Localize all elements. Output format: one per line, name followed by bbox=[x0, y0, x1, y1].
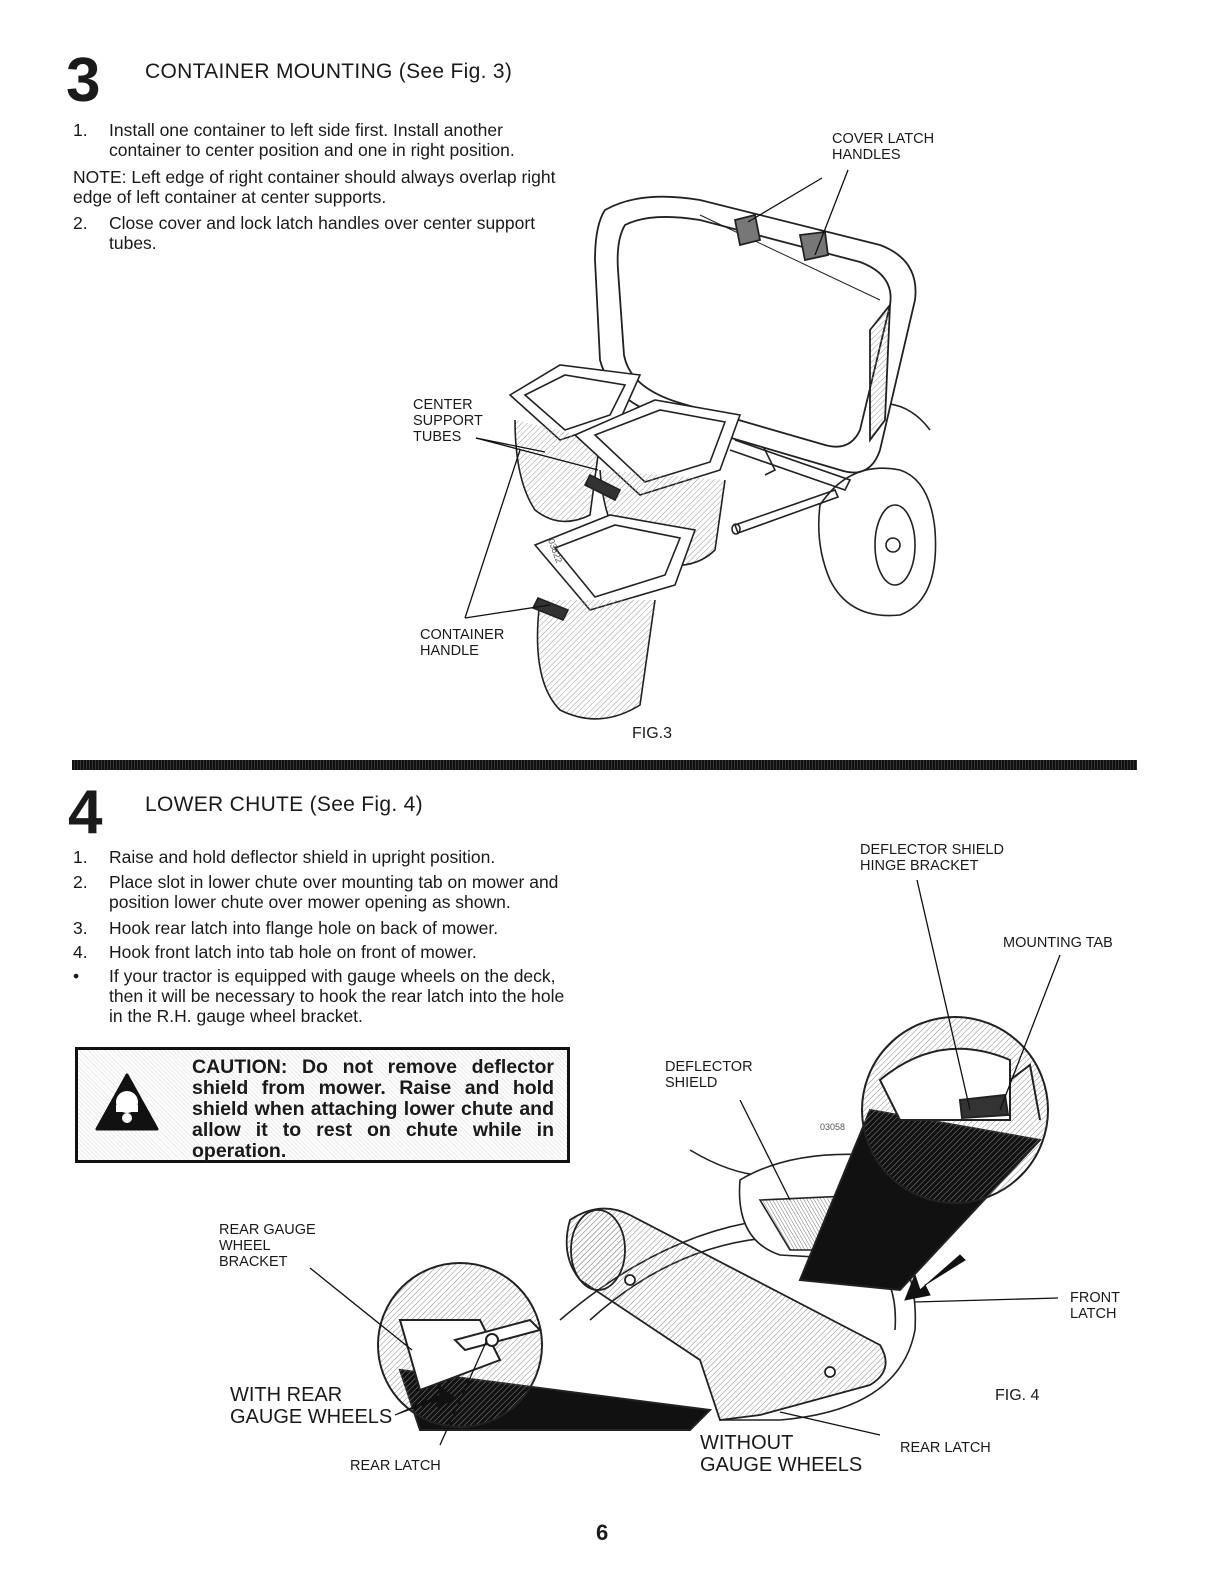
front-container bbox=[531, 514, 697, 720]
page-number: 6 bbox=[596, 1520, 609, 1545]
step-number: 1. bbox=[73, 120, 88, 140]
container-handle-label: CONTAINER HANDLE bbox=[420, 627, 505, 659]
figure-4-illustration: 03058 bbox=[309, 879, 1061, 1446]
section-4-title: LOWER CHUTE (See Fig. 4) bbox=[145, 793, 423, 816]
step-number: 4. bbox=[73, 942, 88, 962]
step-text: Hook rear latch into flange hole on back… bbox=[109, 918, 499, 938]
step-number: 2. bbox=[73, 213, 88, 233]
step-text: Install one container to left side first… bbox=[109, 120, 515, 160]
section-3-title: CONTAINER MOUNTING (See Fig. 3) bbox=[145, 60, 513, 83]
note-label: NOTE: bbox=[73, 167, 127, 187]
rear-latch-left-label: REAR LATCH bbox=[350, 1458, 441, 1474]
mounting-tab-label: MOUNTING TAB bbox=[1003, 935, 1113, 951]
step-text: Hook front latch into tab hole on front … bbox=[109, 942, 477, 962]
section-4-step-4: 4. Hook front latch into tab hole on fro… bbox=[73, 942, 583, 964]
figure-4-caption: FIG. 4 bbox=[995, 1387, 1040, 1404]
without-gauge-wheels-label: WITHOUT GAUGE WHEELS bbox=[700, 1432, 863, 1476]
section-3-step-2: 2. Close cover and lock latch handles ov… bbox=[73, 213, 583, 257]
step-text: Close cover and lock latch handles over … bbox=[109, 213, 536, 253]
section-4-number: 4 bbox=[68, 778, 103, 847]
bullet: • bbox=[73, 966, 80, 986]
note-text: Left edge of right container should alwa… bbox=[73, 167, 556, 207]
section-4-step-1: 1. Raise and hold deflector shield in up… bbox=[73, 847, 583, 869]
section-4-bullet: • If your tractor is equipped with gauge… bbox=[73, 966, 583, 1032]
section-4-step-2: 2. Place slot in lower chute over mounti… bbox=[73, 872, 583, 916]
warning-icon bbox=[95, 1073, 159, 1131]
with-rear-gauge-wheels-label: WITH REAR GAUGE WHEELS bbox=[230, 1384, 393, 1428]
cover-latch-label: COVER LATCH HANDLES bbox=[832, 131, 935, 163]
step-number: 3. bbox=[73, 918, 88, 938]
rear-latch-right-label: REAR LATCH bbox=[900, 1440, 991, 1456]
step-text: Place slot in lower chute over mounting … bbox=[109, 872, 559, 912]
figure-3-leader-lines bbox=[464, 169, 849, 619]
step-number: 1. bbox=[73, 847, 88, 867]
figure-3-caption: FIG.3 bbox=[632, 725, 673, 742]
figure-4-code: 03058 bbox=[820, 1122, 845, 1132]
hinge-bracket-label: DEFLECTOR SHIELD HINGE BRACKET bbox=[860, 842, 1004, 874]
section-divider bbox=[72, 760, 1137, 770]
detail-circle-top bbox=[798, 1016, 1049, 1292]
frame-tubes bbox=[729, 439, 852, 535]
step-text: Raise and hold deflector shield in uprig… bbox=[109, 847, 496, 867]
figure-3-illustration: 03822 bbox=[464, 169, 937, 720]
section-3-note: NOTE: Left edge of right container shoul… bbox=[73, 167, 583, 207]
section-3-number: 3 bbox=[66, 46, 101, 115]
front-latch-label: FRONT LATCH bbox=[1070, 1290, 1120, 1322]
step-text: If your tractor is equipped with gauge w… bbox=[109, 966, 565, 1026]
figure-4-leader-lines bbox=[309, 879, 1061, 1446]
detail-circle-bottom bbox=[377, 1262, 713, 1431]
section-4-step-3: 3. Hook rear latch into flange hole on b… bbox=[73, 918, 583, 940]
section-3-step-1: 1. Install one container to left side fi… bbox=[73, 120, 583, 164]
center-support-label: CENTER SUPPORT TUBES bbox=[413, 397, 483, 445]
caution-text: CAUTION: Do not remove deflector shield … bbox=[192, 1056, 554, 1162]
direction-arrows bbox=[394, 1254, 966, 1416]
rear-gauge-bracket-label: REAR GAUGE WHEEL BRACKET bbox=[219, 1222, 316, 1270]
lower-chute bbox=[565, 1207, 887, 1421]
caution-box: CAUTION: Do not remove deflector shield … bbox=[75, 1047, 570, 1163]
step-number: 2. bbox=[73, 872, 88, 892]
deflector-shield-label: DEFLECTOR SHIELD bbox=[665, 1059, 753, 1091]
